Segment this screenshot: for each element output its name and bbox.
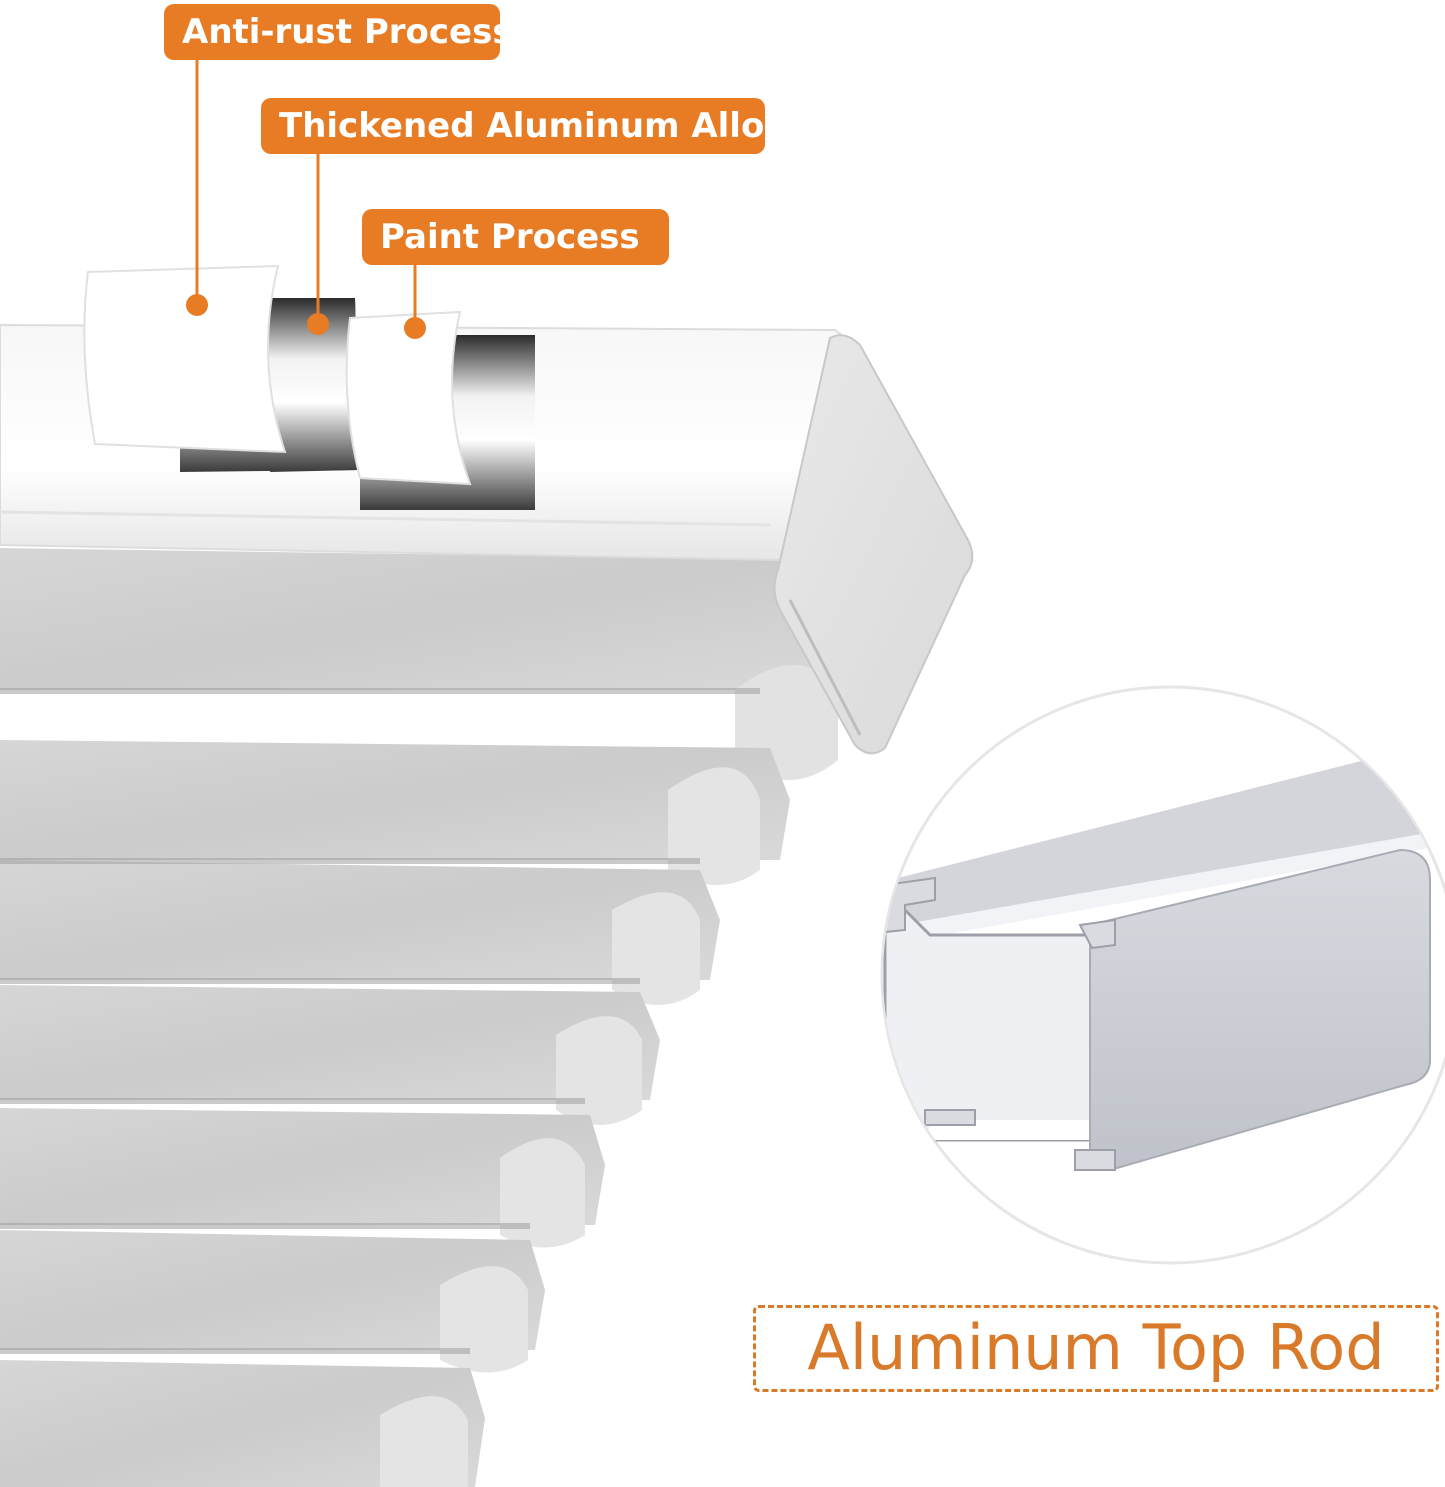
aluminum-top-rod-label: Aluminum Top Rod <box>753 1305 1439 1392</box>
thickened-aluminum-alloy-callout: Thickened Aluminum Alloy <box>261 98 786 154</box>
layer-cutaway <box>83 264 535 510</box>
paint-process-callout: Paint Process <box>362 209 669 265</box>
fabric-cell <box>0 860 720 1005</box>
cellular-fabric <box>0 548 840 1487</box>
fabric-cell <box>0 548 840 780</box>
fabric-cell <box>0 985 660 1125</box>
end-cap <box>773 334 974 755</box>
anti-rust-process-callout: Anti-rust Process <box>164 4 513 60</box>
callout-leaders <box>186 58 426 339</box>
fabric-cell <box>0 1230 545 1373</box>
fabric-cell <box>0 1360 485 1487</box>
fabric-cell <box>0 740 790 885</box>
top-rod-inset <box>880 685 1445 1265</box>
fabric-cell <box>0 1108 605 1248</box>
